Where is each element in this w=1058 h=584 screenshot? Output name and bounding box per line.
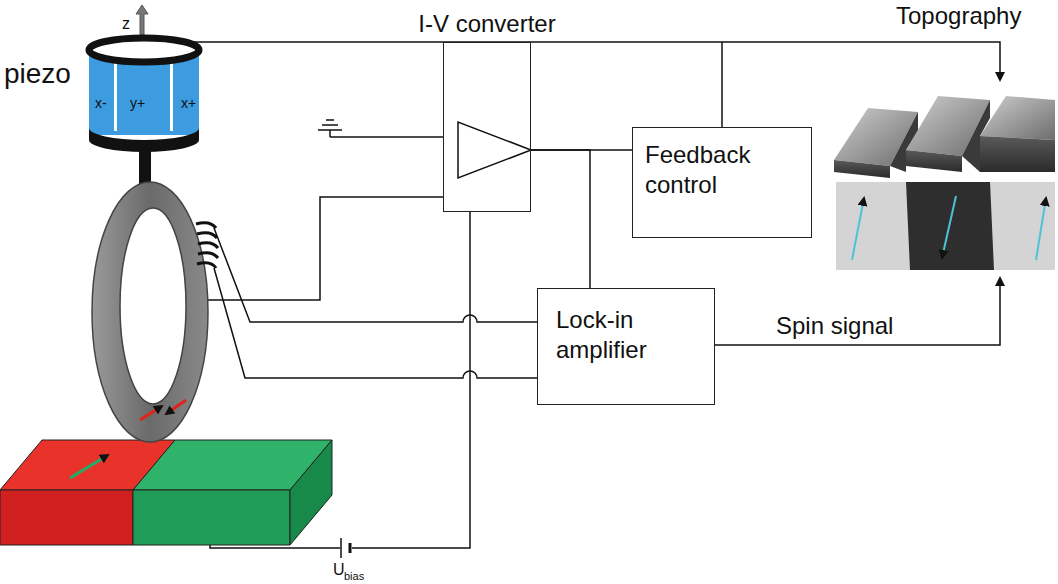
drawing-polygon	[133, 490, 290, 545]
piezo-tube	[89, 5, 199, 186]
drawing-rect	[170, 56, 173, 131]
drawing-polygon	[834, 160, 890, 178]
signal-connector	[531, 150, 590, 288]
box-text: I-V converter	[418, 9, 555, 39]
drawing-line	[340, 538, 342, 558]
bias-wire	[352, 212, 470, 548]
electrode-label: y+	[130, 96, 145, 110]
drawing-path	[196, 223, 216, 228]
drawing-line	[852, 198, 864, 260]
drawing-rect	[114, 56, 117, 131]
drawing-polygon	[906, 150, 962, 172]
drawing-polygon	[906, 182, 994, 270]
drawing-path	[198, 243, 218, 248]
drawing-path	[198, 253, 218, 258]
drawing-line	[329, 130, 331, 137]
topography-image	[834, 96, 1055, 178]
lockin-box: Lock-in amplifier	[537, 288, 715, 405]
voltage-label: U	[333, 562, 345, 578]
output-label: Spin signal	[776, 314, 893, 338]
voltage-subscript: bias	[344, 571, 364, 582]
drawing-ellipse	[120, 208, 186, 404]
drawing-line	[349, 543, 352, 553]
ring-tip	[92, 182, 208, 442]
drawing-line	[166, 400, 186, 414]
battery-symbol	[341, 538, 350, 558]
drawing-polygon	[0, 490, 133, 545]
drawing-polygon	[980, 136, 1055, 172]
drawing-line	[140, 406, 162, 420]
drawing-line	[326, 119, 334, 121]
coil-wire	[214, 228, 537, 322]
electrode-label: x-	[95, 96, 107, 110]
spin-image	[836, 182, 1055, 270]
axis-label: z	[122, 16, 130, 32]
spin-wire	[715, 278, 1000, 345]
drawing-line	[322, 124, 338, 126]
feedback-wire	[721, 42, 723, 127]
ground-symbol	[318, 120, 342, 137]
ground-wire	[330, 136, 443, 138]
coil-wire	[214, 268, 537, 378]
drawing-line	[70, 455, 108, 478]
drawing-polygon	[290, 440, 332, 545]
topography-wire	[147, 42, 1000, 80]
drawing-path	[197, 233, 217, 238]
drawing-polygon	[980, 96, 1055, 140]
drawing-line	[1036, 198, 1046, 260]
output-label: Topography	[896, 4, 1021, 28]
electrode-label: x+	[181, 96, 196, 110]
amplifier-symbol	[458, 122, 531, 178]
box-text: Feedback control	[645, 140, 799, 200]
feedback-box: Feedback control	[632, 127, 812, 238]
coil-winding	[196, 223, 218, 268]
box-text: Lock-in amplifier	[556, 305, 696, 365]
converter-box: I-V converter	[443, 42, 531, 212]
drawing-path	[197, 263, 216, 268]
drawing-ellipse	[89, 38, 199, 62]
drawing-ellipse	[92, 182, 208, 442]
drawing-rect	[139, 150, 151, 186]
drawing-path	[89, 128, 199, 152]
drawing-line	[942, 196, 956, 258]
drawing-rect	[836, 182, 1055, 270]
drawing-line	[318, 129, 342, 131]
magnetic-sample	[0, 440, 332, 545]
part-name: piezo	[4, 60, 71, 88]
